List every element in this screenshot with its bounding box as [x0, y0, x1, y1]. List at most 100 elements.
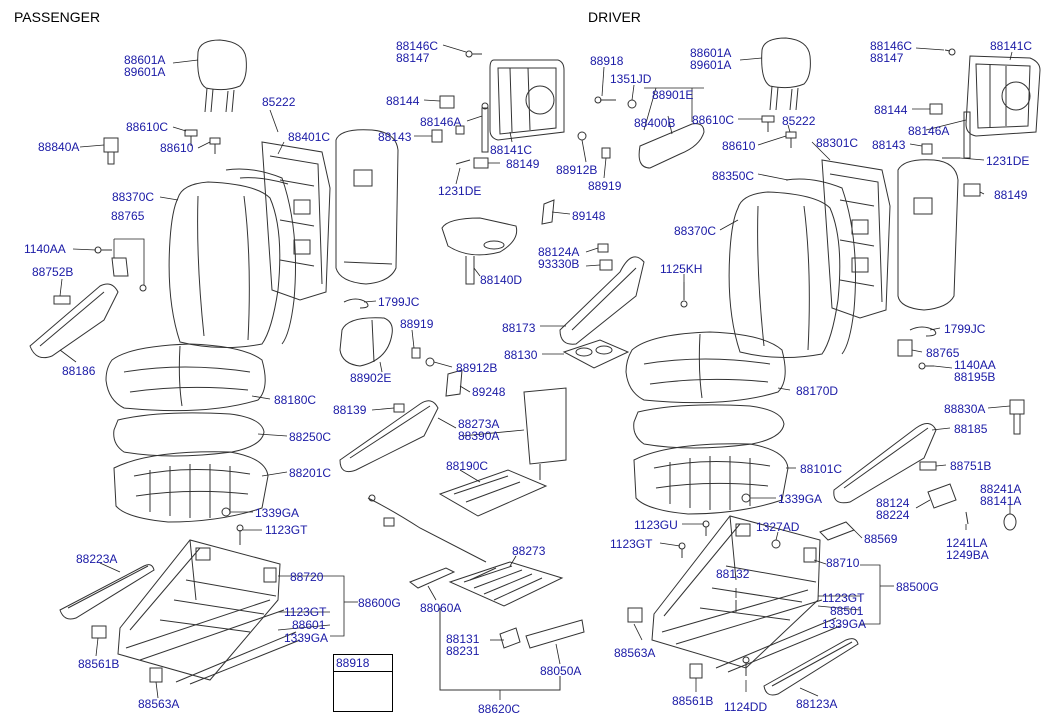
part-label-88173[interactable]: 88173 [502, 322, 535, 334]
part-label-88185[interactable]: 88185 [954, 423, 987, 435]
part-label-88752b[interactable]: 88752B [32, 266, 73, 278]
part-label-88140d[interactable]: 88140D [480, 274, 522, 286]
part-label-1351jd[interactable]: 1351JD [610, 73, 651, 85]
part-label-88569[interactable]: 88569 [864, 533, 897, 545]
part-label-88400b[interactable]: 88400B [634, 117, 675, 129]
part-label-88146a-d[interactable]: 88146A [908, 125, 949, 137]
part-number: 1125KH [660, 262, 703, 276]
part-label-88132[interactable]: 88132 [716, 568, 749, 580]
part-label-88401c[interactable]: 88401C [288, 131, 330, 143]
part-label-88149-c[interactable]: 88149 [506, 158, 539, 170]
part-label-88912b-d[interactable]: 88912B [556, 164, 597, 176]
part-label-1124dd[interactable]: 1124DD [724, 701, 767, 713]
part-label-88912b-c[interactable]: 88912B [456, 362, 497, 374]
part-label-88610-d[interactable]: 88610 [722, 140, 755, 152]
part-label-1123gt-d[interactable]: 1123GT [610, 538, 652, 550]
part-label-88250c[interactable]: 88250C [289, 431, 331, 443]
part-label-88919-c[interactable]: 88919 [400, 318, 433, 330]
part-label-1799jc-d[interactable]: 1799JC [944, 323, 985, 335]
part-label-1799jc-p[interactable]: 1799JC [378, 296, 419, 308]
part-label-88060a[interactable]: 88060A [420, 602, 461, 614]
part-label-88751b[interactable]: 88751B [950, 460, 991, 472]
part-label-88501[interactable]: 88501 [830, 605, 863, 617]
part-label-88561b-p[interactable]: 88561B [78, 658, 119, 670]
part-label-88101c[interactable]: 88101C [800, 463, 842, 475]
part-label-88840a[interactable]: 88840A [38, 141, 79, 153]
part-label-1231de-d[interactable]: 1231DE [986, 155, 1029, 167]
part-label-1231de-c[interactable]: 1231DE [438, 185, 481, 197]
part-label-88830a[interactable]: 88830A [944, 403, 985, 415]
part-label-88180c[interactable]: 88180C [274, 394, 316, 406]
part-label-85222-p[interactable]: 85222 [262, 96, 295, 108]
part-label-1362gc[interactable]: 88918 [336, 656, 370, 670]
part-label-88141c-d[interactable]: 88141C [990, 40, 1032, 52]
part-label-88370c-p[interactable]: 88370C [112, 191, 154, 203]
part-label-88601[interactable]: 88601 [292, 619, 325, 631]
part-label-88610c-p[interactable]: 88610C [126, 121, 168, 133]
part-label-1339ga-d[interactable]: 1339GA [778, 493, 822, 505]
part-label-88143-d[interactable]: 88143 [872, 139, 905, 151]
part-label-88765-d[interactable]: 88765 [926, 347, 959, 359]
part-label-88610c-d[interactable]: 88610C [692, 114, 734, 126]
part-label-88123a[interactable]: 88123A [796, 698, 837, 710]
part-label-1123gt-p2[interactable]: 1123GT [284, 606, 326, 618]
part-label-88765-p[interactable]: 88765 [111, 210, 144, 222]
part-label-88144-c[interactable]: 88144 [386, 95, 419, 107]
part-label-88143-c[interactable]: 88143 [378, 131, 411, 143]
part-label-88141c-c[interactable]: 88141C [490, 144, 532, 156]
part-label-88186[interactable]: 88186 [62, 365, 95, 377]
part-label-88918[interactable]: 88918 [590, 55, 623, 67]
part-label-88563a-d[interactable]: 88563A [614, 647, 655, 659]
part-label-88720[interactable]: 88720 [290, 571, 323, 583]
part-label-89248[interactable]: 89248 [472, 386, 505, 398]
part-number: 85222 [262, 95, 296, 109]
passenger-armrest [339, 317, 393, 367]
part-label-1123gt-d2[interactable]: 1123GT [822, 592, 864, 604]
part-label-88190c[interactable]: 88190C [446, 460, 488, 472]
part-label-88139[interactable]: 88139 [333, 404, 366, 416]
part-label-88170d[interactable]: 88170D [796, 385, 838, 397]
part-label-88600g[interactable]: 88600G [358, 597, 401, 609]
part-label-88610-p[interactable]: 88610 [160, 142, 193, 154]
part-label-88563a-p[interactable]: 88563A [138, 698, 179, 710]
part-label-88144-d[interactable]: 88144 [874, 104, 907, 116]
part-label-88901e[interactable]: 88901E [652, 89, 693, 101]
part-label-1125kh[interactable]: 1125KH [660, 263, 702, 275]
part-label-88301c[interactable]: 88301C [816, 137, 858, 149]
part-label-88620c[interactable]: 88620C [478, 703, 520, 715]
part-label-1123gu[interactable]: 1123GU [634, 519, 678, 531]
part-label-88561b-d[interactable]: 88561B [672, 695, 713, 707]
part-label-88919-d[interactable]: 88919 [588, 180, 621, 192]
part-label-88146a-c[interactable]: 88146A [420, 116, 461, 128]
part-label-1123gt-p[interactable]: 1123GT [265, 524, 307, 536]
part-label-1327ad[interactable]: 1327AD [756, 521, 799, 533]
part-label-1339ga-p[interactable]: 1339GA [255, 507, 299, 519]
part-label-89148[interactable]: 89148 [572, 210, 605, 222]
part-label-88500g[interactable]: 88500G [896, 581, 939, 593]
part-label-88370c-d[interactable]: 88370C [674, 225, 716, 237]
part-label-1140aa-p[interactable]: 1140AA [24, 243, 66, 255]
part-label-85222-d[interactable]: 85222 [782, 115, 815, 127]
part-label-88350c[interactable]: 88350C [712, 170, 754, 182]
part-label-88201c[interactable]: 88201C [289, 467, 331, 479]
part-label-1339ga-p2[interactable]: 1339GA [284, 632, 328, 644]
part-label-88710[interactable]: 88710 [826, 557, 859, 569]
part-label-88902e[interactable]: 88902E [350, 372, 391, 384]
part-label-1339ga-d2[interactable]: 1339GA [822, 618, 866, 630]
part-label-88223a[interactable]: 88223A [76, 553, 117, 565]
part-label-88130[interactable]: 88130 [504, 349, 537, 361]
part-label-88050a[interactable]: 88050A [540, 665, 581, 677]
part-label-88149-d[interactable]: 88149 [994, 189, 1027, 201]
part-label-88273[interactable]: 88273 [512, 545, 545, 557]
